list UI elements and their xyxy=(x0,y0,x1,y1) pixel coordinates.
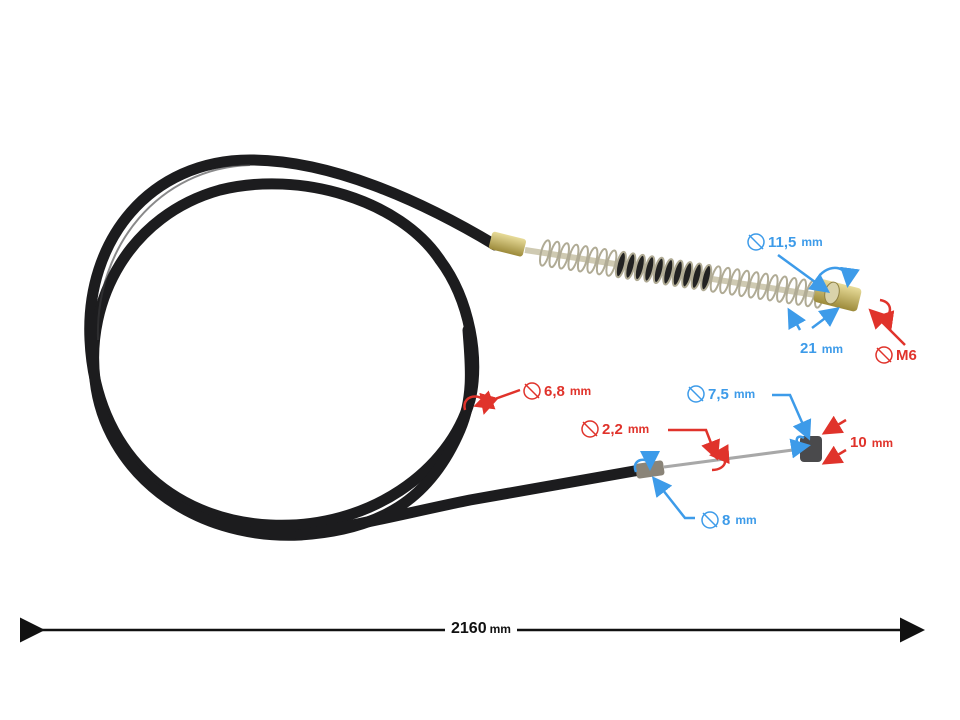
total-length-value: 2160 xyxy=(451,620,487,637)
spring-coil xyxy=(671,259,684,287)
spring-coil xyxy=(757,272,770,300)
spring-coil xyxy=(776,275,789,303)
nipple-length-value: 21 xyxy=(800,340,817,357)
sheath-diameter-value: 6,8 xyxy=(544,382,565,400)
upper-end-fitting xyxy=(488,231,862,312)
thread-label: M6 xyxy=(874,345,917,365)
diameter-icon xyxy=(701,511,719,529)
spring-coil xyxy=(690,262,703,290)
spring-coil xyxy=(586,246,599,274)
spring-coil xyxy=(557,242,570,270)
spring-coil xyxy=(795,278,808,306)
lower-end-fitting xyxy=(635,436,822,479)
spring-coil xyxy=(662,258,675,286)
diameter-icon xyxy=(581,420,599,438)
ferrule-diameter-value: 8 xyxy=(722,511,731,529)
spring-coil xyxy=(785,277,798,305)
spring-coil xyxy=(766,274,779,302)
nipple-diameter-value: 11,5 xyxy=(768,233,797,251)
diameter-icon xyxy=(687,385,705,403)
spring-coil xyxy=(681,261,694,289)
spring-coil xyxy=(633,253,646,282)
spring-coil xyxy=(548,240,561,269)
spring-coil xyxy=(700,263,713,292)
spring-coil xyxy=(738,269,751,298)
diameter-icon xyxy=(875,346,893,364)
spring-coil xyxy=(614,250,627,279)
spring-coil xyxy=(728,268,741,296)
spring-coil xyxy=(719,266,732,295)
spring-coil xyxy=(576,245,589,273)
barrel-length-value: 10 xyxy=(850,434,867,451)
spring-coil xyxy=(652,256,665,285)
spring-coil xyxy=(709,265,722,293)
spring-coil xyxy=(624,252,637,280)
diameter-icon xyxy=(747,233,765,251)
diameter-icon xyxy=(523,382,541,400)
thread-value: M6 xyxy=(896,346,917,364)
spring-coil xyxy=(567,243,580,271)
barrel-diameter-value: 7,5 xyxy=(708,385,729,403)
annotation-arrows xyxy=(463,253,906,520)
inner-wire-diameter-value: 2,2 xyxy=(602,420,623,438)
spring-coil xyxy=(595,248,608,276)
spring-coil xyxy=(605,249,618,277)
cable-coil xyxy=(84,154,646,541)
spring-coil xyxy=(539,239,551,267)
spring-coil xyxy=(643,255,656,283)
spring-coil xyxy=(747,271,760,299)
